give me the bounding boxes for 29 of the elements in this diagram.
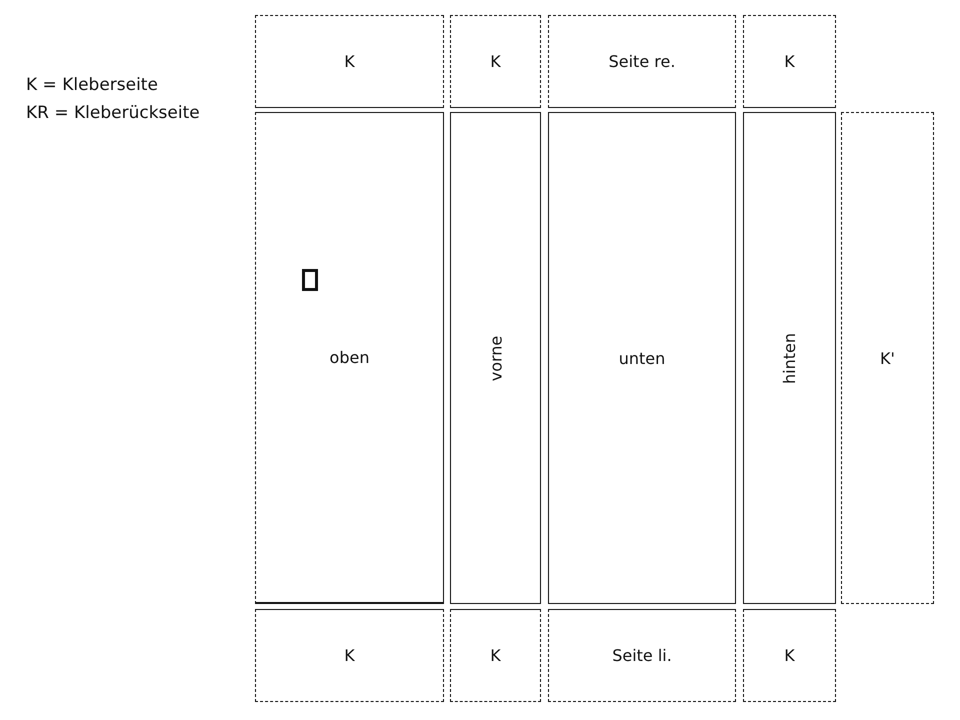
panel-label: K [784, 52, 795, 71]
glue-flap [255, 609, 444, 702]
panel-label: K [490, 646, 501, 665]
glue-flap [255, 15, 444, 108]
box-panel [255, 112, 444, 604]
panel-label: Seite re. [608, 52, 676, 71]
glue-flap [841, 112, 934, 604]
glue-flap [743, 609, 836, 702]
glue-flap [743, 15, 836, 108]
legend-note: K = Kleberseite [26, 75, 158, 95]
panel-label: K' [880, 348, 895, 368]
panel-label: Seite li. [612, 646, 672, 665]
panel-label: K [344, 646, 355, 665]
panel-label: K [784, 646, 795, 665]
glue-flap [450, 15, 541, 108]
panel-label: vorne [486, 335, 505, 381]
legend-note: KR = Kleberückseite [26, 103, 200, 123]
panel-label: unten [618, 348, 666, 368]
small-rectangle [302, 269, 318, 291]
panel-label: hinten [780, 332, 799, 384]
panel-label: oben [330, 348, 370, 367]
box-panel [548, 112, 736, 604]
side-flap [548, 15, 736, 108]
glue-flap [450, 609, 541, 702]
panel-label: K [344, 52, 355, 71]
box-panel [743, 112, 836, 604]
box-panel [450, 112, 541, 604]
panel-label: K [490, 52, 501, 71]
side-flap [548, 609, 736, 702]
